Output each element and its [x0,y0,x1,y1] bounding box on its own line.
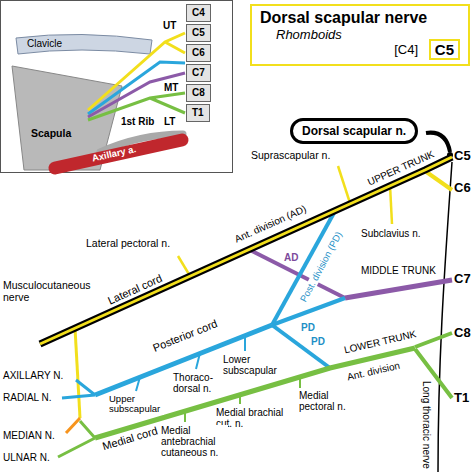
nerve-label: LT [163,116,176,127]
title-box: Dorsal scapular nerveRhomboids[C4]C5 [250,4,470,66]
nerve-label: Suprascapular n. [250,150,331,162]
nerve-label: PD [300,322,316,333]
nerve-label: Clavicle [26,38,63,49]
nerve-label: Lateral pectoral n. [85,238,171,250]
c6-root [425,171,452,190]
node-text: C4 [192,7,205,18]
nerve-box: Dorsal scapular n. [290,118,418,144]
node-text: T1 [192,107,204,118]
node-text: C7 [192,67,205,78]
nerve-label: AD [283,252,299,263]
nerve-label: Long thoracic nerve [421,380,432,470]
nerve-label: Musculocutaneous nerve [2,280,104,303]
nerve-label: C7 [453,272,472,286]
nerve-label: Medial pectoral n. [298,390,355,412]
vertebra-box: C6 [186,44,211,62]
node-text: Dorsal scapular n. [302,124,406,138]
nerve-label: AXILLARY N. [2,370,64,381]
nerve-label: Scapula [30,128,72,140]
upper-trunk-lateral-cord [40,157,452,344]
nerve-label: T1 [453,391,470,405]
long-thoracic-nerve [438,162,452,472]
axillary-radial-branches [62,380,95,398]
node-text: C8 [192,87,205,98]
nerve-label: Thoraco-dorsal n. [172,372,222,394]
vertebra-box: C4 [186,4,211,22]
vertebra-box: T1 [186,104,210,122]
node-text: Dorsal scapular nerve [260,9,460,27]
nerve-label: C8 [453,326,472,340]
nerve-label: Subclavius n. [360,228,421,239]
nerve-label: MIDDLE TRUNK [360,265,437,276]
node-text: C6 [192,47,205,58]
root-box: C5 [429,39,460,60]
lateral-cord-outline [40,157,452,344]
axillary-artery [55,140,182,168]
nerve-label: Medial antebrachial cutaneous n. [160,425,228,458]
node-text: C5 [192,27,205,38]
middle-trunk [345,280,452,298]
median-lateral-root [75,328,80,418]
nerve-label: MEDIAN N. [2,430,56,441]
clavicle-shape [16,34,152,54]
nerve-label: RADIAL N. [2,392,53,403]
inset-upper-trunk [88,33,185,110]
nerve-label: MT [163,82,179,93]
median-nerve [66,418,80,433]
nerve-label: C6 [453,181,472,195]
lateral-pectoral-branch [178,256,190,276]
nerve-label: PD [310,336,326,347]
vertebra-box: C5 [186,24,211,42]
lower-trunk-medial-cord [95,348,415,438]
vertebra-box: C7 [186,64,211,82]
inset-lower-trunk [88,93,185,120]
ulnar-median-branches [58,421,95,457]
nerve-label: UT [162,20,177,31]
nerve-label: 1st Rib [120,116,155,127]
node-text: C5 [435,41,454,58]
nerve-label: ULNAR N. [2,452,51,463]
nerve-label: C5 [453,149,472,163]
nerve-label: Lower subscapular [222,354,280,376]
vertebra-box: C8 [186,84,211,102]
subclavius-branch [390,185,392,224]
suprascapular-branch [338,166,350,203]
node-text: [C4] [394,42,418,57]
inset-frame [1,1,233,173]
nerve-label: Upper subscapular [108,394,164,415]
